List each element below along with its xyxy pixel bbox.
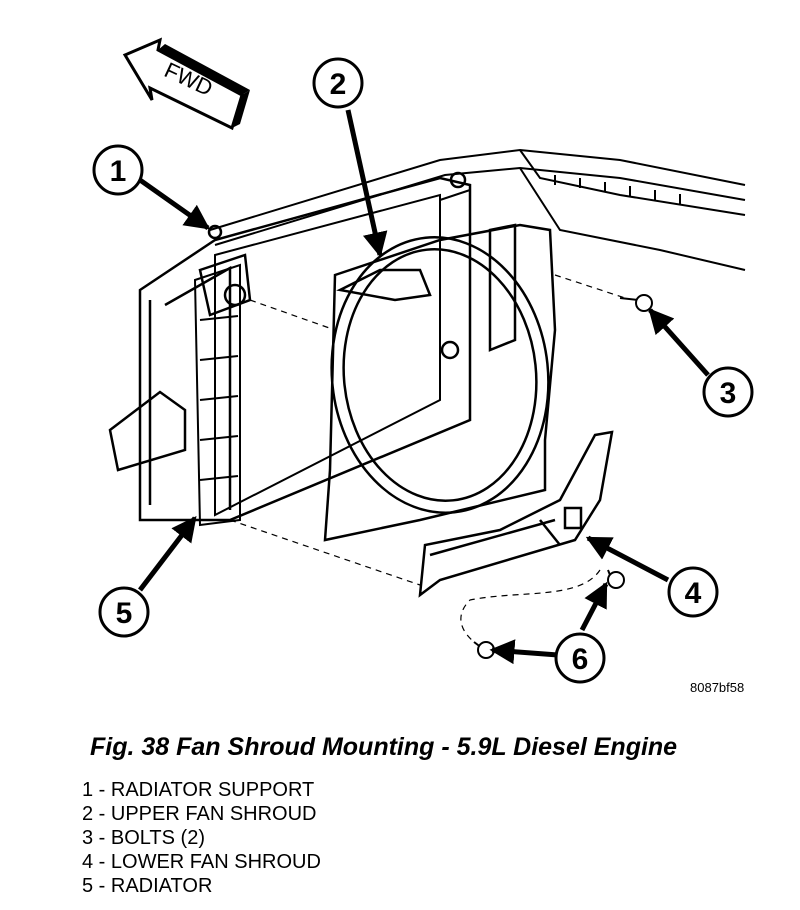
legend-item: 1 - RADIATOR SUPPORT [82, 779, 315, 801]
figure-id: 8087bf58 [690, 680, 745, 695]
svg-text:1: 1 [110, 155, 127, 188]
alignment-lines [229, 274, 626, 643]
callout-5: 5 [98, 586, 150, 638]
legend-item: 2 - UPPER FAN SHROUD [82, 803, 317, 825]
svg-text:5: 5 [116, 597, 133, 630]
callout-2: 2 [312, 57, 364, 109]
callout-3: 3 [702, 366, 754, 418]
forward-arrow-icon: FWD [122, 37, 250, 131]
legend: 1 - RADIATOR SUPPORT 2 - UPPER FAN SHROU… [82, 778, 321, 898]
legend-item: 5 - RADIATOR [82, 875, 213, 897]
leader-arrows [138, 109, 710, 665]
radiator [193, 189, 471, 527]
frame-rail [209, 148, 746, 271]
callout-6: 6 [554, 632, 606, 684]
svg-text:6: 6 [572, 643, 589, 676]
legend-item: 3 - BOLTS (2) [82, 827, 205, 849]
svg-text:4: 4 [685, 577, 702, 610]
lower-fan-shroud [418, 430, 614, 598]
callout-4: 4 [667, 566, 719, 618]
radiator-support [108, 171, 472, 522]
svg-text:3: 3 [720, 377, 737, 410]
fan-shroud-illustration: FWD [92, 37, 754, 684]
figure-caption: Fig. 38 Fan Shroud Mounting - 5.9L Diese… [90, 733, 678, 761]
svg-text:2: 2 [330, 68, 347, 101]
legend-item: 4 - LOWER FAN SHROUD [82, 851, 321, 873]
callout-1: 1 [92, 144, 144, 196]
upper-fan-shroud [323, 223, 557, 542]
